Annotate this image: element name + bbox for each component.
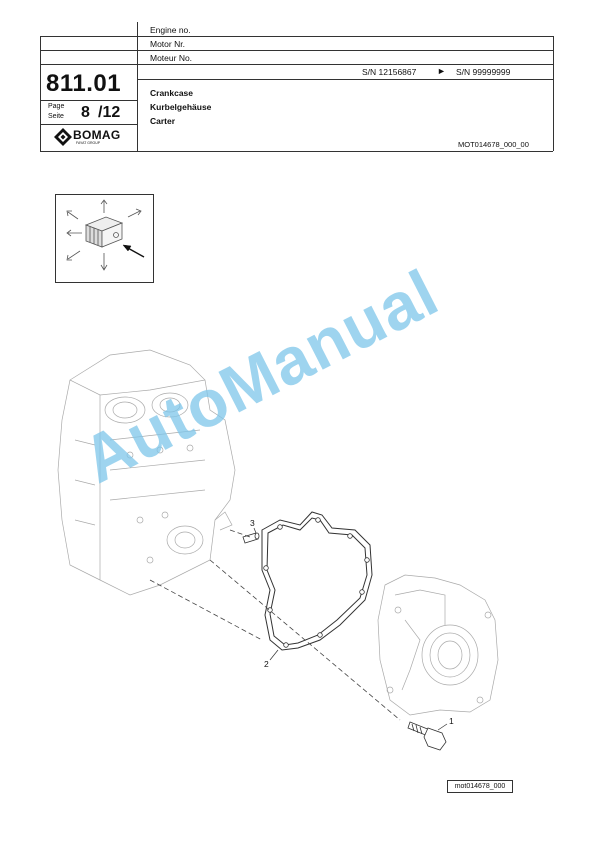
view-orientation-icon	[55, 194, 154, 283]
page-total: /12	[98, 104, 121, 121]
motor-nr-label: Motor Nr.	[150, 39, 185, 49]
bomag-logo-icon	[54, 128, 72, 146]
moteur-no-label: Moteur No.	[150, 53, 193, 63]
doc-code: MOT014678_000_00	[458, 140, 529, 149]
page-label-en: Page	[48, 103, 65, 110]
figure-code: mot014678_000	[447, 780, 513, 793]
bomag-logo: BOMAG FAYAT GROUP	[54, 127, 134, 149]
serial-to: S/N 99999999	[456, 67, 511, 77]
page-current: 8	[81, 104, 90, 121]
page-label-de: Seite	[48, 113, 64, 120]
title-en: Crankcase	[150, 88, 194, 98]
serial-arrow-icon: ►	[437, 66, 446, 76]
callout-3: 3	[250, 518, 255, 528]
title-de: Kurbelgehäuse	[150, 102, 212, 112]
callout-2: 2	[264, 659, 269, 669]
serial-from: S/N 12156867	[362, 67, 417, 77]
engine-no-label: Engine no.	[150, 25, 191, 35]
title-fr: Carter	[150, 116, 176, 126]
section-number: 811.01	[46, 70, 122, 97]
brand-name: BOMAG	[73, 128, 121, 142]
callout-1: 1	[449, 716, 454, 726]
brand-sub: FAYAT GROUP	[76, 141, 101, 145]
